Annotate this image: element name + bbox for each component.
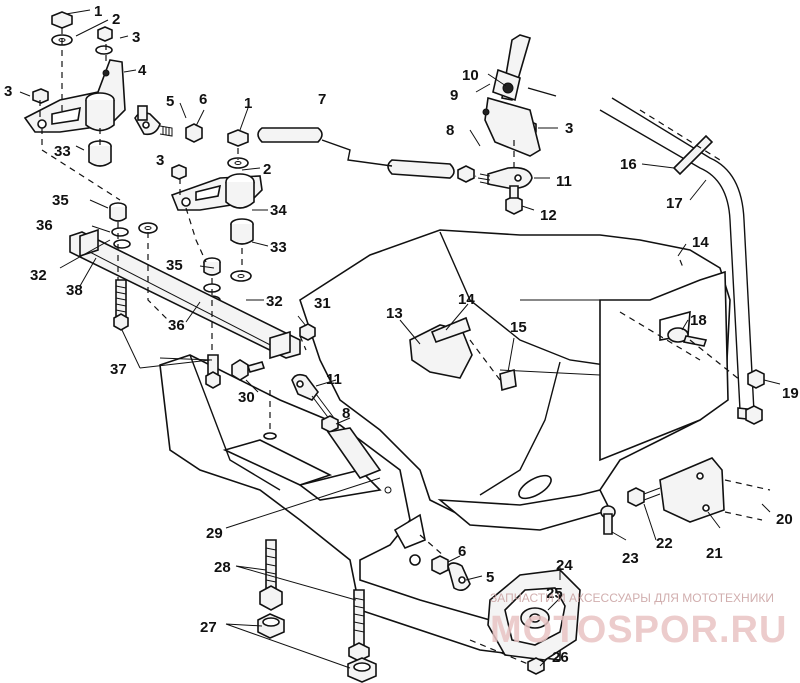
jam-nut-6 (185, 123, 203, 143)
callout-3: 3 (565, 120, 573, 137)
bracket-13 (409, 316, 517, 392)
callout-32: 32 (266, 293, 283, 310)
callout-27: 27 (200, 619, 217, 636)
callout-16: 16 (620, 156, 637, 173)
callout-3: 3 (4, 83, 12, 100)
callout-7: 7 (318, 91, 326, 108)
callout-3: 3 (132, 29, 140, 46)
bolt-18 (667, 327, 708, 347)
callout-8: 8 (342, 405, 350, 422)
bolt-12 (505, 185, 523, 215)
bushing-33-upper (88, 140, 112, 167)
callout-33: 33 (270, 239, 287, 256)
callout-32: 32 (30, 267, 47, 284)
callout-3: 3 (156, 152, 164, 169)
tie-rod-end-11 (477, 166, 533, 190)
tie-rod-7 (257, 127, 455, 179)
lower-tie-rod-end (431, 555, 471, 592)
spacer-35-a (109, 202, 127, 222)
callout-38: 38 (66, 282, 83, 299)
callout-14: 14 (692, 234, 709, 251)
callout-26: 26 (552, 649, 569, 666)
steering-arm-upper (23, 59, 126, 133)
watermark-logo: MOTOSPOR.RU (490, 609, 787, 651)
bushing-33-lower (230, 218, 254, 245)
callout-37: 37 (110, 361, 127, 378)
callout-36: 36 (36, 217, 53, 234)
callout-6: 6 (199, 91, 207, 108)
callout-25: 25 (546, 585, 563, 602)
callout-13: 13 (386, 305, 403, 322)
tie-rod-lower (291, 373, 382, 479)
callout-21: 21 (706, 545, 723, 562)
callout-35: 35 (52, 192, 69, 209)
callout-34: 34 (270, 202, 287, 219)
bolt-30 (231, 359, 266, 381)
steering-arm-lower (170, 173, 263, 211)
bolt-28-b (348, 589, 370, 662)
callout-11: 11 (326, 371, 342, 388)
steering-post (482, 34, 557, 157)
callout-31: 31 (314, 295, 331, 312)
boot-24 (487, 569, 581, 661)
callout-2: 2 (263, 161, 271, 178)
callout-36: 36 (168, 317, 185, 334)
callout-22: 22 (656, 535, 673, 552)
callout-33: 33 (54, 143, 71, 160)
callout-10: 10 (462, 67, 479, 84)
callout-19: 19 (782, 385, 799, 402)
spacer-35-b (203, 257, 221, 276)
callout-23: 23 (622, 550, 639, 567)
callout-4: 4 (138, 62, 147, 79)
lower-frame (159, 354, 612, 661)
callout-labels: 1 2 3 3 4 5 6 1 7 2 3 33 34 33 35 36 35 … (4, 3, 799, 666)
callout-15: 15 (510, 319, 527, 336)
leader-lines (19, 9, 781, 669)
callout-1: 1 (94, 3, 102, 20)
callout-35: 35 (166, 257, 183, 274)
nut-27-a (257, 613, 285, 639)
bolt-37-a (113, 279, 129, 331)
bracket-21 (659, 457, 725, 523)
tie-rod-end-5 (134, 105, 173, 137)
callout-30: 30 (238, 389, 255, 406)
watermark-caption: ЗАПЧАСТИ И АКСЕССУАРЫ ДЛЯ МОТОТЕХНИКИ (490, 591, 774, 605)
watermark: ЗАПЧАСТИ И АКСЕССУАРЫ ДЛЯ МОТОТЕХНИКИ MO… (490, 591, 787, 651)
callout-18: 18 (690, 312, 707, 329)
callout-5: 5 (166, 93, 174, 110)
callout-8: 8 (446, 122, 454, 139)
callout-14: 14 (458, 291, 475, 308)
callout-20: 20 (776, 511, 793, 528)
nuts-19 (745, 369, 765, 425)
knob-23 (600, 505, 616, 535)
screw-26 (469, 639, 545, 675)
callout-29: 29 (206, 525, 223, 542)
callout-24: 24 (556, 557, 573, 574)
callout-9: 9 (450, 87, 458, 104)
callout-1: 1 (244, 95, 252, 112)
nut-27-b (347, 657, 377, 683)
callout-17: 17 (666, 195, 683, 212)
callout-2: 2 (112, 11, 120, 28)
rail-38 (69, 228, 301, 360)
callout-12: 12 (540, 207, 557, 224)
bolt-28-a (259, 539, 283, 611)
callout-6: 6 (458, 543, 466, 560)
screws-20 (724, 479, 771, 521)
callout-11: 11 (556, 173, 572, 190)
callout-5: 5 (486, 569, 494, 586)
callout-28: 28 (214, 559, 231, 576)
bolt-22 (627, 487, 661, 507)
